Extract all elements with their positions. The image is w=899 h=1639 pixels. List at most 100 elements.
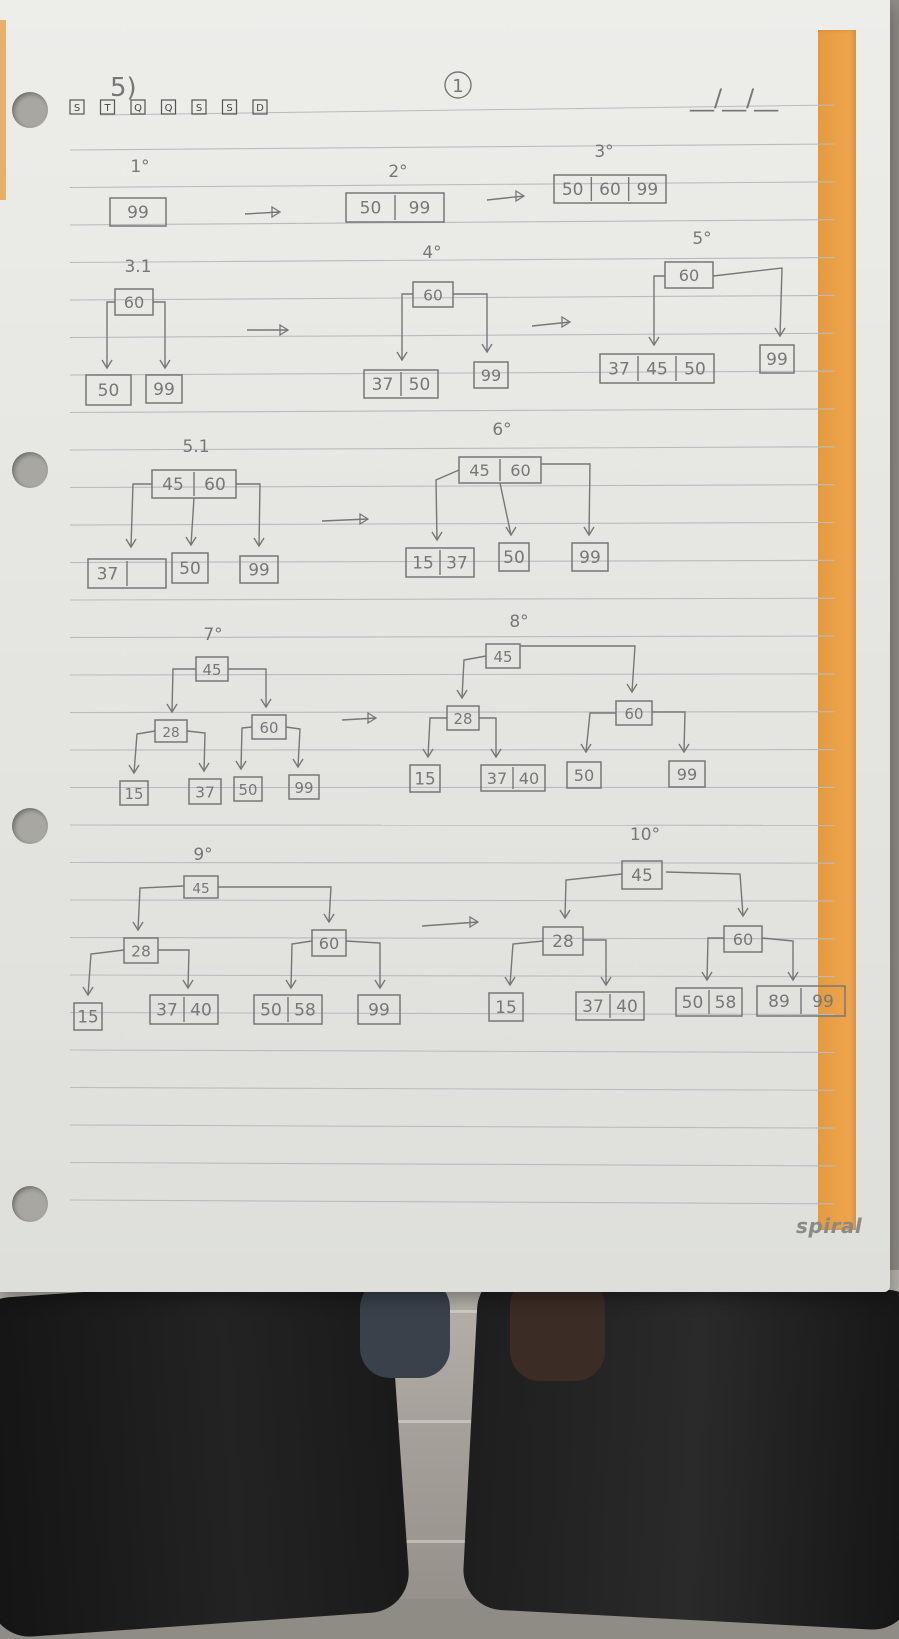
btree-node: 45 (184, 876, 218, 898)
node-key: 37 (195, 784, 215, 802)
node-key: 37 (372, 375, 394, 395)
node-key: 37 (487, 769, 508, 788)
tree-edge (500, 483, 511, 535)
btree-node: 50 (499, 543, 529, 571)
btree-node: 50 (234, 777, 262, 801)
btree-node: 37 40 (576, 992, 644, 1020)
left-leg (0, 1271, 411, 1639)
node-key: 99 (409, 199, 431, 219)
step-label: 3° (594, 142, 613, 162)
tree-edge (666, 872, 743, 916)
left-foot (360, 1278, 450, 1378)
node-key: 28 (131, 943, 151, 961)
node-key: 45 (162, 475, 184, 495)
tree-edge (131, 484, 152, 547)
btree-node: 28 (155, 720, 187, 742)
node-key: 45 (646, 360, 668, 380)
step-label: 7° (203, 625, 222, 645)
node-key: 15 (77, 1007, 98, 1027)
arrow-head (506, 527, 516, 535)
btree-node: 99 (760, 345, 794, 373)
btree-node: 28 (124, 938, 158, 963)
btree-node: 28 (447, 706, 479, 730)
node-key: 60 (733, 930, 754, 949)
node-key: 99 (127, 203, 149, 223)
step-label: 4° (422, 243, 441, 263)
btree-node: 37 40 (481, 765, 545, 791)
btree-node: 15 (489, 993, 523, 1021)
tree-edge (453, 294, 487, 352)
step-label: 3.1 (124, 257, 151, 277)
node-key: 37 (156, 1001, 178, 1021)
node-key: 50 (260, 1001, 282, 1021)
node-key: 15 (412, 554, 434, 574)
node-key: 45 (192, 881, 209, 897)
node-key: 50 (684, 360, 706, 380)
node-key: 99 (295, 779, 314, 797)
step-label: 8° (509, 612, 528, 632)
btree-node: 60 (616, 701, 652, 725)
tree-edge (241, 727, 252, 769)
node-key: 50 (409, 375, 431, 395)
weekday-letter: S (226, 103, 232, 114)
node-key: 28 (454, 710, 473, 728)
tree-edge (479, 718, 496, 757)
node-key: 45 (494, 648, 513, 666)
tree-edge (402, 294, 413, 360)
btree-node: 99 (669, 761, 705, 787)
node-key: 60 (599, 180, 621, 200)
btree-node: 99 (146, 375, 182, 403)
tree-edge (436, 470, 459, 540)
node-key: 58 (715, 993, 737, 1013)
node-key: 37 (608, 360, 630, 380)
weekday-letter: S (196, 103, 202, 114)
btree-node: 15 (410, 765, 440, 792)
page-number: 1 (452, 76, 463, 97)
node-key: 40 (616, 997, 638, 1017)
btree-node: 15 (74, 1003, 102, 1030)
step-label: 6° (492, 420, 511, 440)
btree-node: 60 (665, 262, 713, 288)
node-key: 60 (124, 293, 145, 312)
step-label: 10° (630, 825, 660, 845)
btree-node: 60 (115, 289, 153, 315)
node-key: 15 (495, 998, 517, 1018)
node-key: 99 (368, 1001, 390, 1021)
node-key: 50 (179, 559, 201, 579)
node-key: 99 (677, 765, 698, 784)
btree-node: 45 (486, 644, 520, 668)
btree-node: 99 (358, 995, 400, 1024)
btree-node: 37 (88, 559, 166, 588)
btree-node: 99 (240, 556, 278, 583)
node-key: 40 (519, 769, 540, 788)
node-key: 15 (125, 785, 144, 803)
node-key: 99 (766, 350, 788, 370)
step-label: 2° (388, 162, 407, 182)
btree-node: 15 (120, 781, 148, 805)
node-key: 99 (579, 548, 601, 568)
weekday-letter: T (103, 103, 111, 114)
btree-node: 50 (567, 762, 601, 788)
btree-node: 99 (289, 775, 319, 799)
tree-edge (654, 276, 665, 345)
btree-node: 99 (110, 198, 166, 226)
tree-edge (520, 646, 635, 692)
step-label: 1° (130, 157, 149, 177)
node-key: 60 (423, 287, 443, 305)
node-key: 50 (360, 199, 382, 219)
tree-edge (138, 886, 184, 930)
node-key: 45 (469, 461, 490, 480)
node-key: 37 (582, 997, 604, 1017)
node-key: 60 (260, 719, 279, 737)
btree-node: 50 (172, 553, 208, 583)
tree-edge (228, 669, 266, 707)
node-key: 50 (239, 781, 258, 799)
node-key: 50 (98, 381, 120, 401)
btree-node: 45 (622, 861, 662, 889)
node-key: 45 (631, 866, 653, 886)
